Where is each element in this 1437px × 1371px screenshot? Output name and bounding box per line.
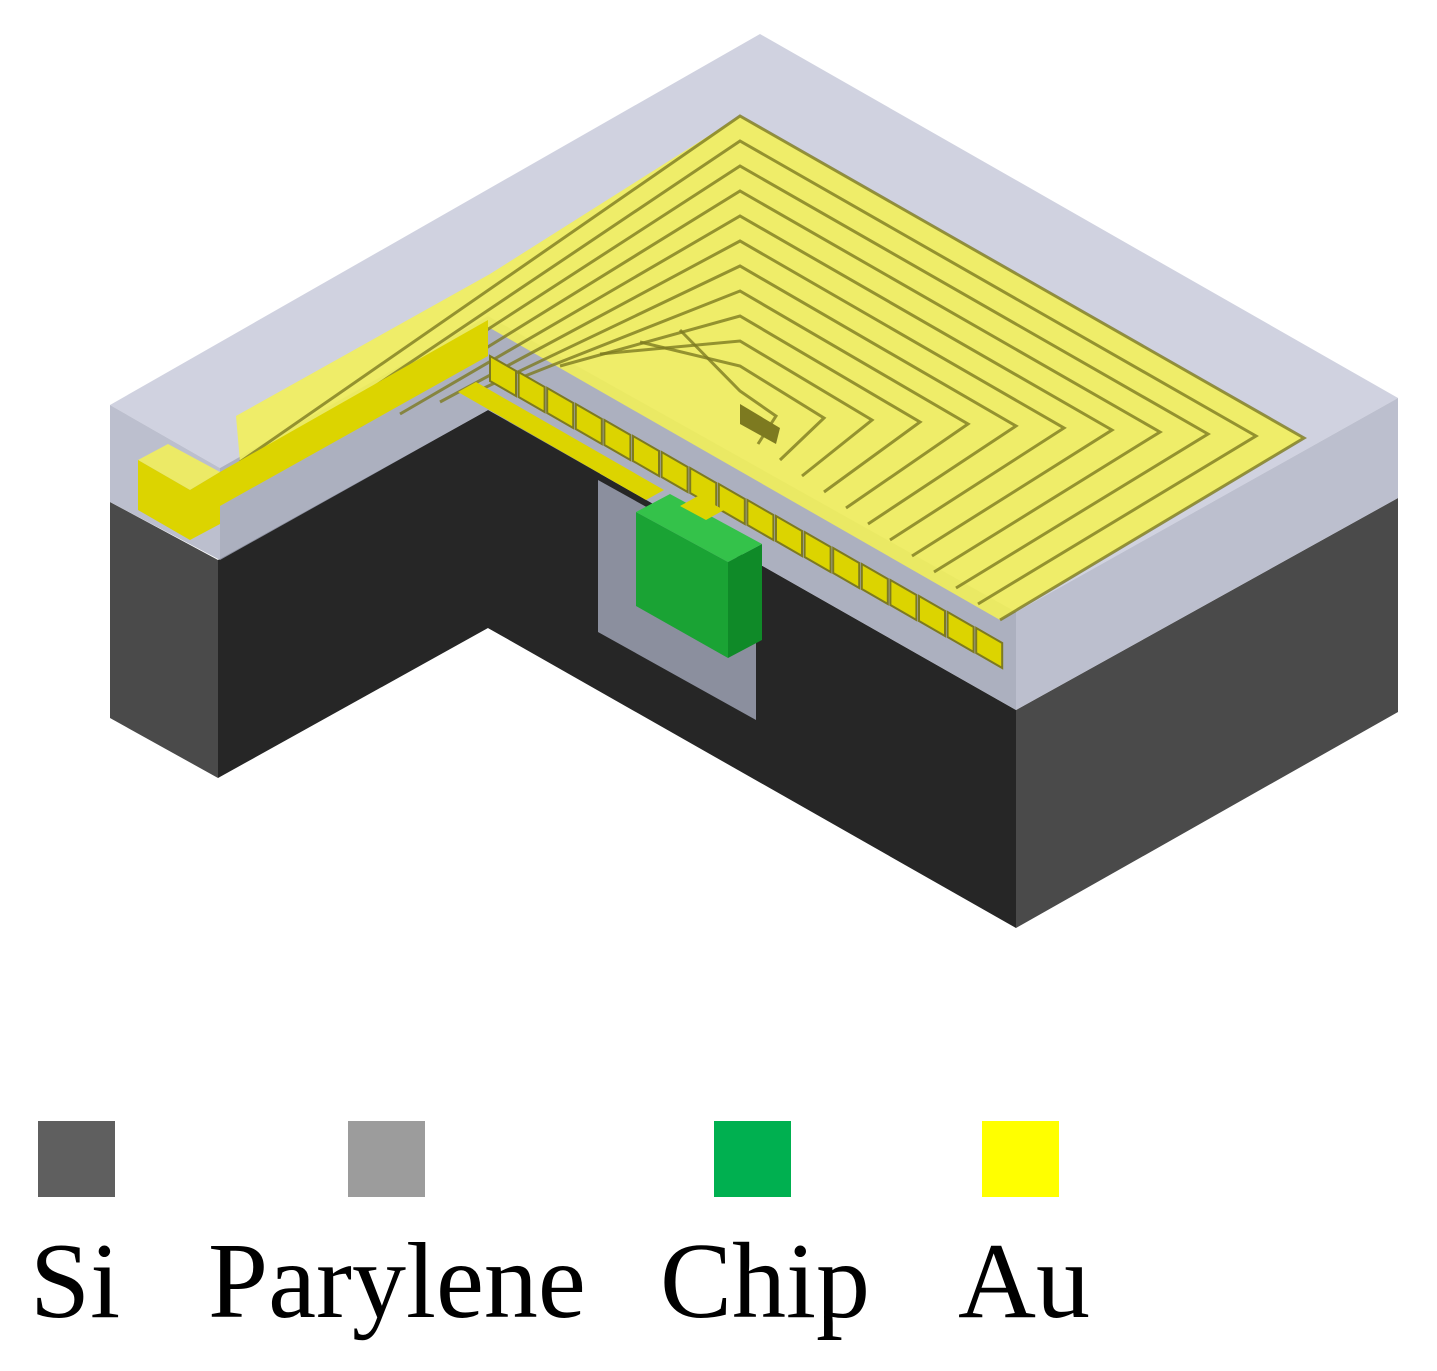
si-left-inner-face — [218, 410, 488, 778]
au-front-pad — [746, 498, 775, 542]
au-coil-turn — [239, 114, 1307, 622]
au-lead-trace — [220, 320, 488, 506]
legend-label-chip: Chip — [660, 1222, 871, 1341]
au-front-pad — [975, 626, 1004, 670]
si-right-face — [1016, 498, 1398, 928]
legend-swatch-parylene — [348, 1121, 425, 1197]
chip-top-face — [636, 494, 762, 562]
au-chip-lead-2 — [680, 496, 724, 520]
parylene-right-face — [1016, 398, 1398, 710]
au-front-pad — [603, 418, 632, 462]
au-coil-turn — [519, 289, 971, 510]
au-front-pad — [546, 386, 575, 430]
au-coil-turn — [639, 340, 827, 462]
legend-label-si: Si — [30, 1222, 121, 1341]
chip-side-face — [728, 544, 762, 658]
au-coil-turn — [559, 314, 923, 494]
au-pad-front — [138, 460, 190, 540]
chip — [636, 494, 762, 658]
au-front-pad — [489, 354, 517, 398]
au-front-pad — [632, 434, 660, 478]
si-left-face — [110, 502, 218, 778]
au-chip-lead-1 — [458, 382, 664, 500]
au-pad-top — [138, 444, 220, 490]
au-front-pad — [889, 578, 918, 622]
au-front-pad — [832, 546, 861, 590]
au-coil-center — [740, 404, 780, 444]
chip-front-face — [636, 512, 728, 658]
au-front-pad — [660, 450, 689, 494]
au-front-pad — [803, 530, 832, 574]
au-front-pad — [574, 402, 603, 446]
au-coil-turns — [239, 114, 1307, 622]
au-front-pad — [860, 562, 889, 606]
legend-swatch-au — [982, 1121, 1059, 1197]
au-front-pad — [775, 514, 803, 558]
au-front-pad — [918, 594, 946, 638]
legend-swatch-chip — [714, 1121, 791, 1197]
au-coil-turn — [319, 164, 1211, 590]
au-coil-turn — [279, 139, 1259, 606]
au-coil-turn — [439, 239, 1067, 542]
au-front-pad — [717, 482, 746, 526]
legend-swatch-si — [38, 1121, 115, 1197]
au-pad-side — [190, 472, 220, 540]
au-left-pad — [138, 320, 488, 540]
legend-label-parylene: Parylene — [208, 1222, 586, 1341]
legend-label-au: Au — [958, 1222, 1090, 1341]
au-coil-turn — [479, 264, 1019, 526]
au-coil — [236, 114, 1307, 622]
au-front-pad — [946, 610, 975, 654]
device-isometric-view — [110, 34, 1398, 928]
au-coil-plate — [236, 116, 1304, 620]
au-coil-turn — [359, 189, 1163, 574]
au-chip-leads — [458, 382, 724, 520]
au-front-pad — [517, 370, 546, 414]
au-coil-turn — [599, 339, 875, 478]
au-coil-turn — [399, 214, 1115, 558]
au-front-pads — [489, 354, 1004, 670]
